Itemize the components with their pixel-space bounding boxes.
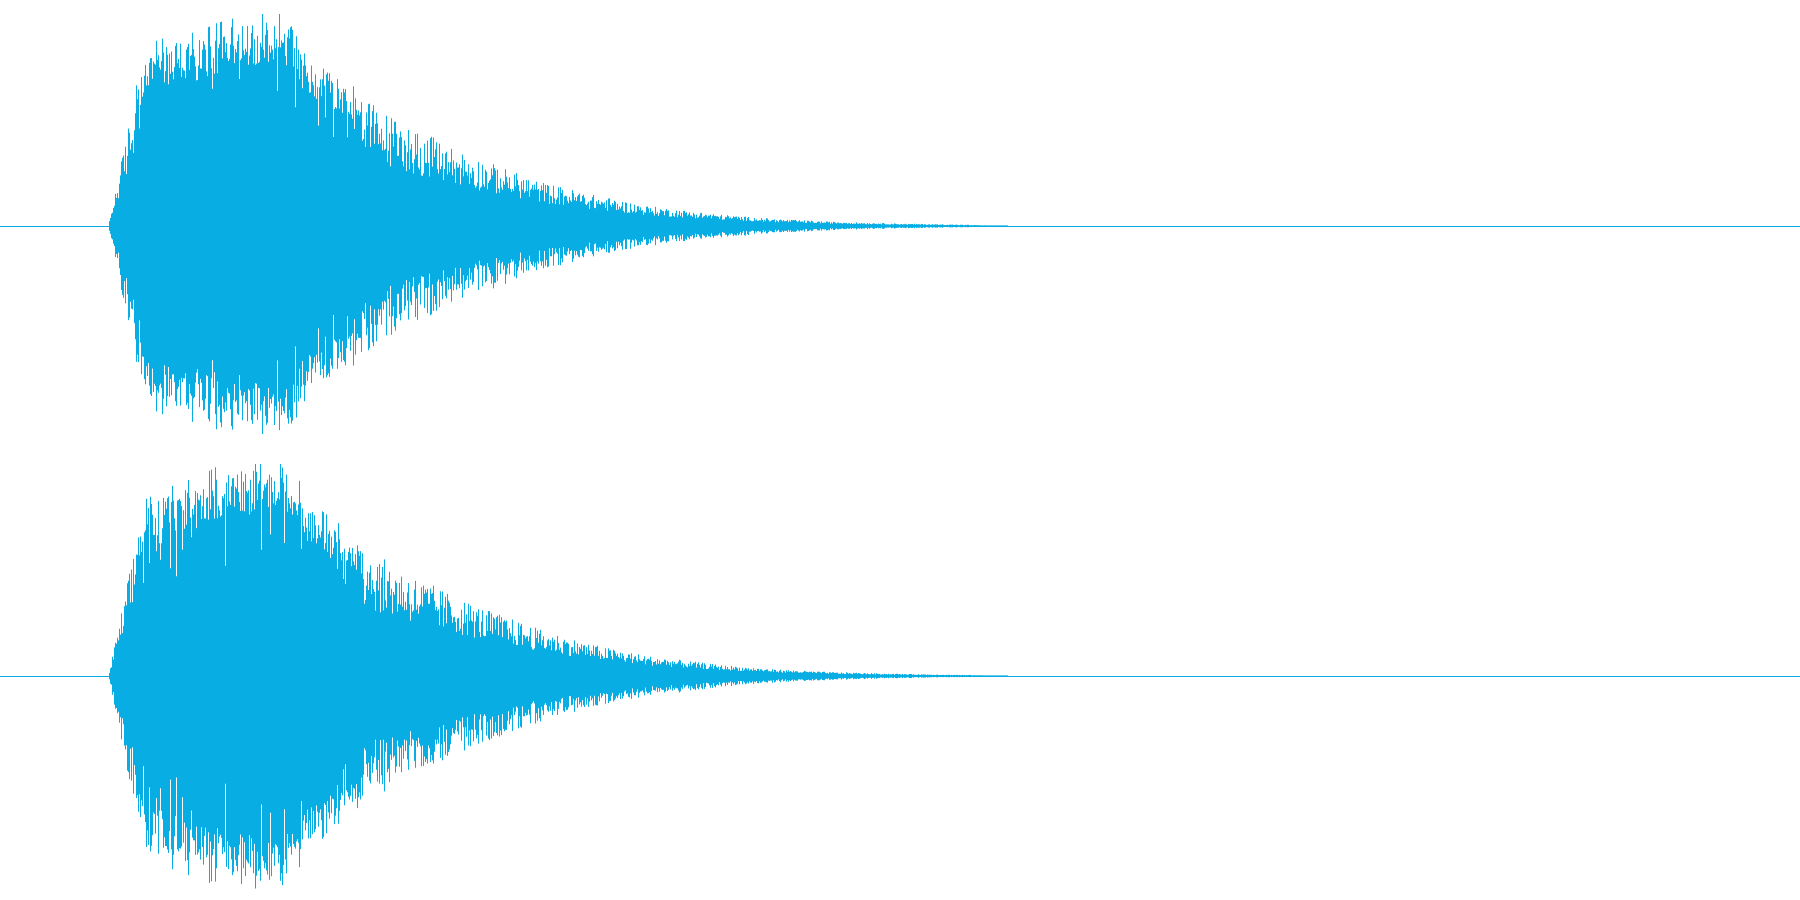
- channel-1-waveform: [109, 14, 1008, 434]
- channel-1-track: [0, 14, 1800, 434]
- channel-2-waveform: [109, 464, 1008, 889]
- channel-2-track: [0, 464, 1800, 889]
